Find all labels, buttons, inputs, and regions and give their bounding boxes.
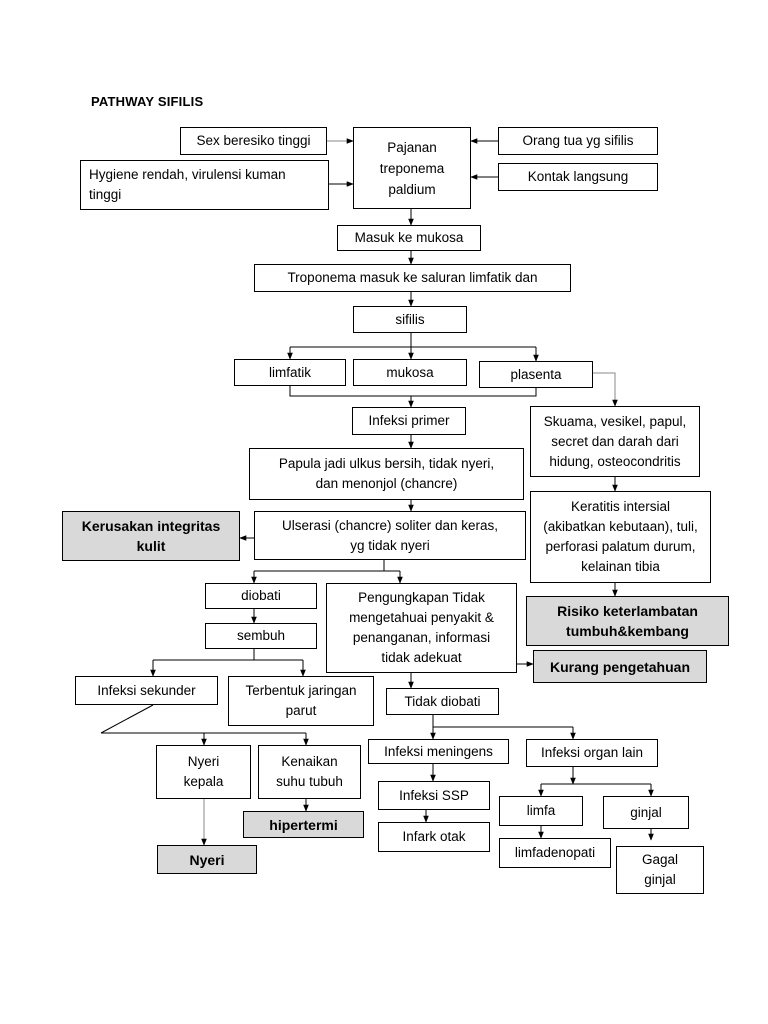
node-plasenta: plasenta (479, 361, 593, 388)
node-keratitis: Keratitis intersial (akibatkan kebutaan)… (530, 491, 711, 583)
node-limfadenopati: limfadenopati (499, 838, 611, 868)
diagnosis-risiko-keterlambatan: Risiko keterlambatan tumbuh&kembang (526, 596, 729, 646)
arrow-plasenta-skuama (593, 372, 618, 407)
node-mukosa: mukosa (353, 359, 467, 386)
node-gagal-ginjal: Gagal ginjal (616, 846, 704, 894)
node-pajanan-treponema: Pajanan treponema paldium (353, 127, 471, 209)
node-hygiene-rendah: Hygiene rendah, virulensi kuman tinggi (80, 160, 329, 210)
diagnosis-kerusakan-integritas: Kerusakan integritas kulit (62, 511, 240, 561)
node-infeksi-organ-lain: Infeksi organ lain (526, 739, 658, 767)
node-skuama: Skuama, vesikel, papul, secret dan darah… (530, 406, 700, 477)
diagnosis-nyeri: Nyeri (157, 845, 257, 874)
node-kontak-langsung: Kontak langsung (498, 163, 658, 191)
node-kenaikan-suhu: Kenaikan suhu tubuh (258, 745, 361, 799)
node-infeksi-primer: Infeksi primer (352, 407, 466, 435)
node-masuk-mukosa: Masuk ke mukosa (337, 225, 481, 251)
node-limfatik: limfatik (234, 359, 346, 386)
page-title: PATHWAY SIFILIS (91, 94, 204, 109)
node-infeksi-ssp: Infeksi SSP (378, 781, 490, 810)
node-ulserasi: Ulserasi (chancre) soliter dan keras, yg… (254, 511, 526, 560)
node-diobati: diobati (205, 583, 317, 609)
node-nyeri-kepala: Nyeri kepala (156, 745, 251, 799)
node-tidak-diobati: Tidak diobati (386, 688, 499, 715)
line-sekunder-slant (100, 704, 154, 734)
node-orang-tua: Orang tua yg sifilis (498, 127, 658, 155)
node-sex-beresiko: Sex beresiko tinggi (180, 127, 327, 155)
node-jaringan-parut: Terbentuk jaringan parut (228, 676, 374, 726)
node-sembuh: sembuh (205, 623, 317, 649)
diagnosis-hipertermi: hipertermi (243, 811, 364, 838)
node-papula: Papula jadi ulkus bersih, tidak nyeri, d… (249, 448, 524, 500)
node-infeksi-meningens: Infeksi meningens (368, 739, 509, 764)
line-merge (289, 386, 537, 397)
diagnosis-kurang-pengetahuan: Kurang pengetahuan (533, 650, 707, 683)
node-infeksi-sekunder: Infeksi sekunder (75, 676, 218, 705)
node-sifilis: sifilis (353, 306, 467, 333)
node-limfa: limfa (499, 796, 583, 826)
node-ginjal: ginjal (603, 796, 689, 829)
node-infark-otak: Infark otak (378, 822, 490, 852)
node-troponema: Troponema masuk ke saluran limfatik dan (254, 264, 571, 292)
node-pengungkapan: Pengungkapan Tidak mengetahuai penyakit … (326, 583, 517, 673)
